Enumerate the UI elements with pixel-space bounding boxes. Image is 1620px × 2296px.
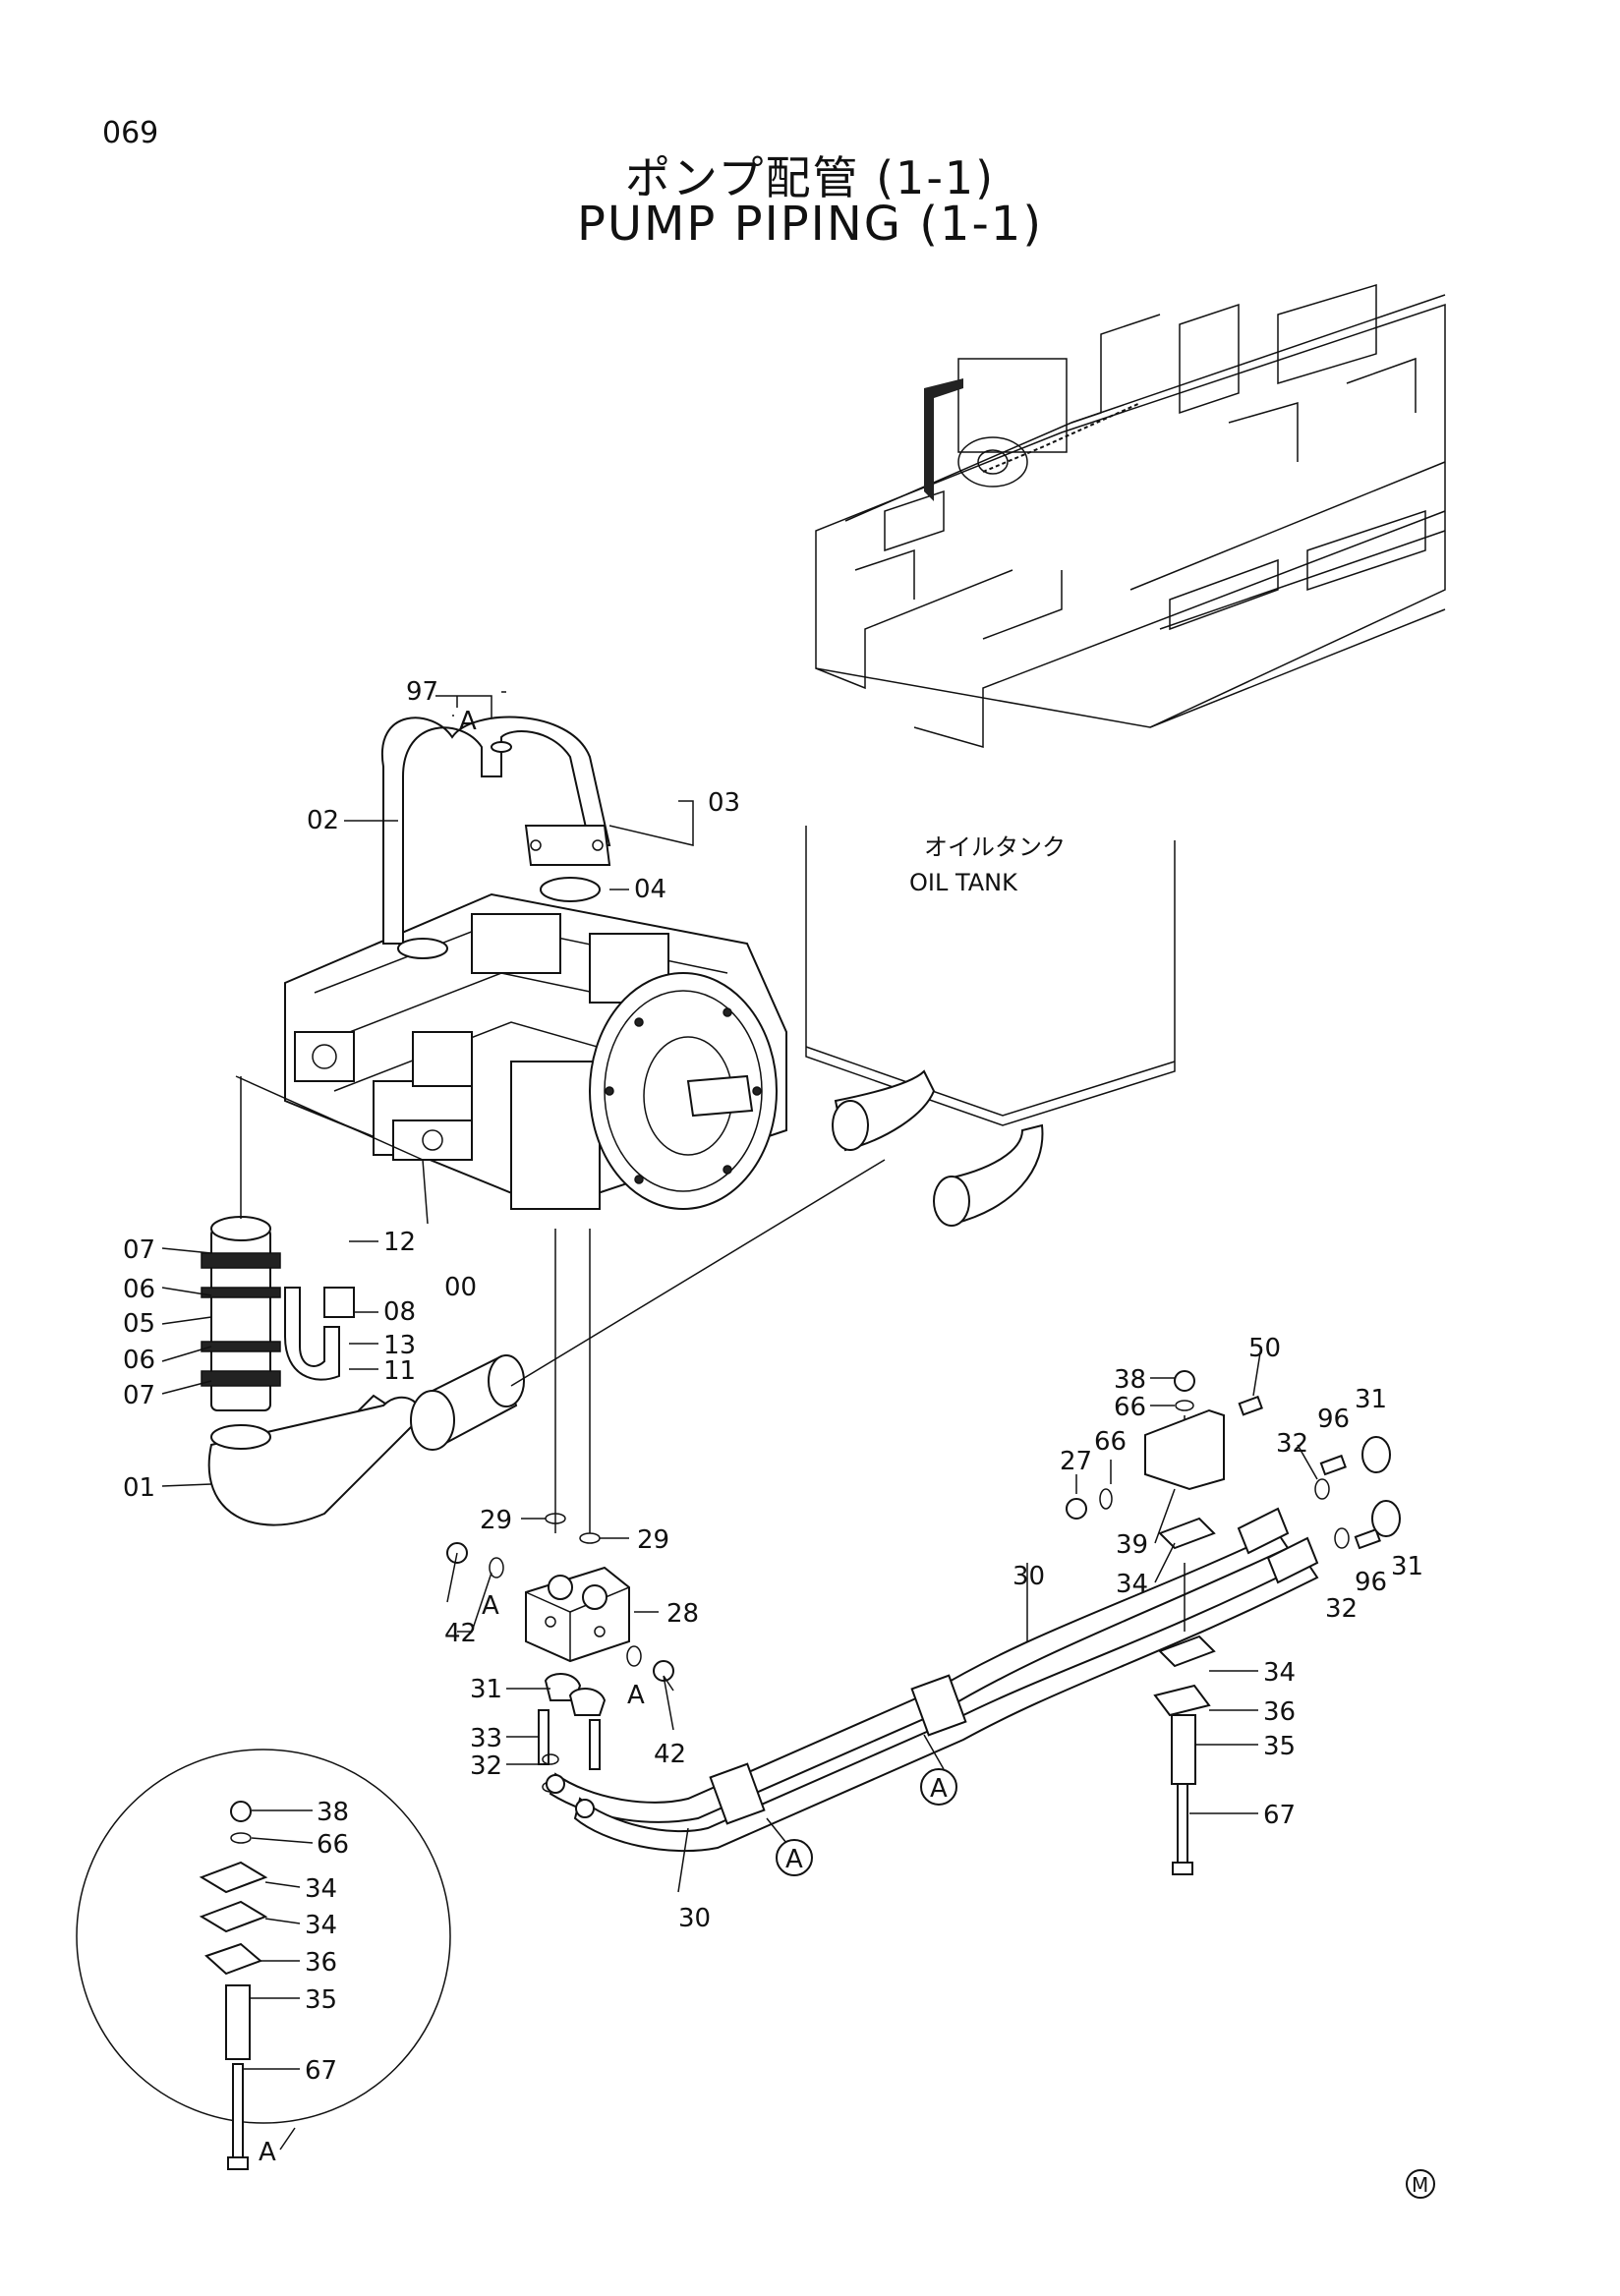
hydraulic-pump [284, 892, 787, 1211]
callout-32: 32 [1276, 1429, 1308, 1459]
reference-markers: A A A A A A M [259, 707, 1435, 2199]
callout-30: 30 [678, 1904, 711, 1933]
detail-callout-38: 38 [317, 1798, 349, 1827]
oil-tank-label-jp: オイルタンク [924, 833, 1066, 861]
page-mark: M [1412, 2173, 1428, 2197]
ref-a-circle: A [785, 1845, 803, 1874]
callout-labels: 97 02 03 04 07 06 05 06 07 01 12 08 13 1… [123, 677, 1423, 2086]
callout-07: 07 [123, 1381, 155, 1410]
callout-96: 96 [1355, 1568, 1387, 1597]
callout-66: 66 [1094, 1427, 1127, 1457]
callout-00: 00 [444, 1273, 477, 1302]
detail-a-label: A [259, 2138, 276, 2167]
callout-38: 38 [1114, 1365, 1146, 1395]
callout-31: 31 [1391, 1552, 1423, 1581]
detail-callout-35: 35 [305, 1985, 337, 2015]
callout-03: 03 [708, 788, 740, 818]
callout-35: 35 [1263, 1732, 1296, 1761]
callout-27: 27 [1060, 1447, 1092, 1476]
callout-31: 31 [470, 1675, 502, 1704]
ref-a-label: A [482, 1591, 499, 1621]
detail-ref-label: A [459, 707, 477, 736]
hose-00 [410, 1159, 886, 1451]
callout-11: 11 [383, 1356, 416, 1386]
callout-36: 36 [1263, 1697, 1296, 1727]
callout-31: 31 [1355, 1385, 1387, 1414]
callout-67: 67 [1263, 1801, 1296, 1830]
manifold-block-28 [446, 1229, 674, 1793]
callout-28: 28 [666, 1599, 699, 1629]
callout-13: 13 [383, 1331, 416, 1360]
callout-50: 50 [1248, 1334, 1281, 1363]
callout-33: 33 [470, 1724, 502, 1753]
detail-callout-34: 34 [305, 1874, 337, 1904]
callout-06: 06 [123, 1275, 155, 1304]
detail-callout-36: 36 [305, 1948, 337, 1978]
callout-66: 66 [1114, 1393, 1146, 1422]
callout-96: 96 [1317, 1405, 1350, 1434]
callout-97: 97 [406, 677, 438, 707]
page-number: 069 [102, 116, 159, 150]
callout-42: 42 [654, 1740, 686, 1769]
callout-34: 34 [1263, 1658, 1296, 1688]
machine-frame-illustration [815, 283, 1446, 748]
ref-a-label: A [627, 1681, 645, 1710]
callout-32: 32 [470, 1751, 502, 1781]
callout-42: 42 [444, 1619, 477, 1648]
leader-lines [161, 691, 1318, 2151]
callout-08: 08 [383, 1297, 416, 1327]
callout-07: 07 [123, 1235, 155, 1265]
suction-pipe-02 [380, 716, 611, 959]
callout-30: 30 [1012, 1562, 1045, 1591]
oil-tank: オイルタンク OIL TANK [805, 826, 1176, 1227]
detail-callout-34: 34 [305, 1911, 337, 1940]
detail-callout-66: 66 [317, 1830, 349, 1860]
callout-01: 01 [123, 1473, 155, 1503]
callout-06: 06 [123, 1346, 155, 1375]
detail-callout-67: 67 [305, 2056, 337, 2086]
suction-hose-assembly [201, 1216, 421, 1526]
hose-30-pair [546, 1507, 1319, 1853]
callout-05: 05 [123, 1309, 155, 1339]
page-title-en: PUMP PIPING (1-1) [576, 197, 1044, 252]
bracket-assembly-39 [1066, 1370, 1401, 1875]
callout-04: 04 [634, 875, 666, 904]
callout-12: 12 [383, 1228, 416, 1257]
callout-29: 29 [637, 1525, 669, 1555]
callout-29: 29 [480, 1506, 512, 1535]
ref-a-circle: A [930, 1774, 948, 1804]
callout-02: 02 [307, 806, 339, 835]
page-title-jp: ポンプ配管 (1-1) [624, 151, 996, 204]
callout-32: 32 [1325, 1594, 1358, 1624]
callout-34: 34 [1116, 1570, 1148, 1599]
oil-tank-label-en: OIL TANK [909, 869, 1018, 896]
callout-39: 39 [1116, 1530, 1148, 1560]
detail-a-inset [76, 1749, 451, 2170]
